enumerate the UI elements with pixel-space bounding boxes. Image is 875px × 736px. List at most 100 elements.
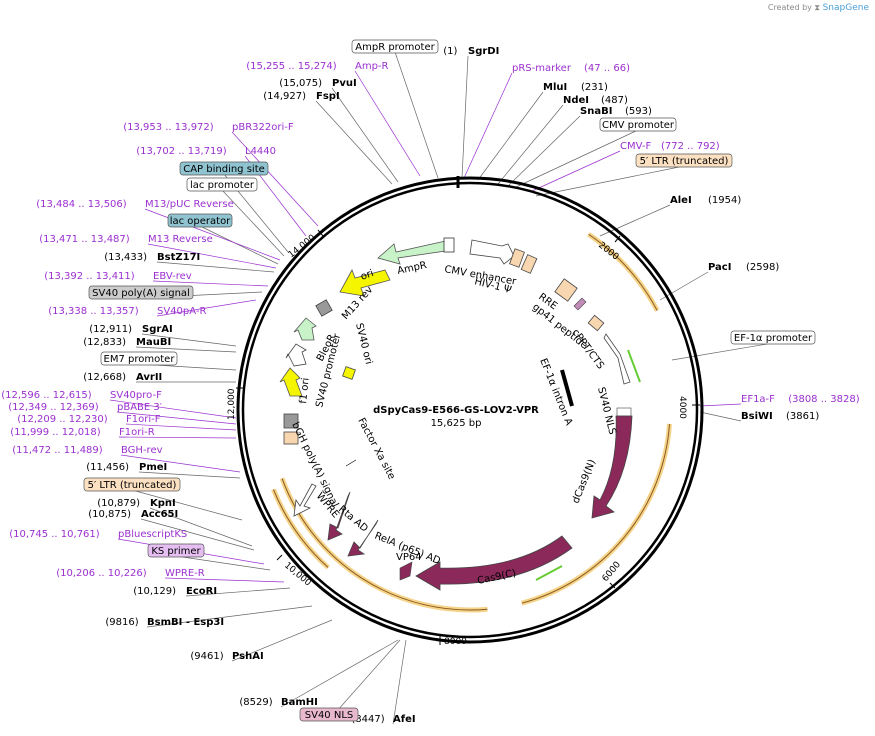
leader-line-18 xyxy=(146,605,313,628)
site-label-13: BsiWI(3861) xyxy=(741,411,819,422)
leader-line-48 xyxy=(331,87,399,183)
site-label-pos-39: (13,433) xyxy=(104,252,147,263)
site-label-text-44: CAP binding site xyxy=(183,164,265,175)
site-label-8: 5′ LTR (truncated) xyxy=(635,153,733,168)
site-label-text-1: SgrDI xyxy=(468,46,499,57)
site-label-text-30: pBABE 3′ xyxy=(117,402,163,413)
site-label-text-12: EF1a-F xyxy=(741,394,775,405)
site-label-35: (12,911)SgrAI xyxy=(89,324,173,335)
leader-line-17 xyxy=(231,619,333,662)
feature-sv40-nls-top xyxy=(616,407,632,417)
leader-line-34 xyxy=(135,346,237,353)
feature-label-ampr: AmpR xyxy=(396,260,428,277)
site-label-pos-10: (2598) xyxy=(746,262,779,273)
site-label-pos-49: (15,255 .. 15,274) xyxy=(246,61,337,72)
leader-line-0 xyxy=(394,51,439,179)
site-label-pos-40: (13,471 .. 13,487) xyxy=(39,234,130,245)
site-label-pos-31: (12,596 .. 12,615) xyxy=(1,390,92,401)
leader-line-8 xyxy=(535,165,685,197)
site-label-text-40: M13 Reverse xyxy=(148,234,213,245)
site-label-text-24: KpnI xyxy=(150,498,176,509)
feature-bleor-arrow xyxy=(293,317,317,341)
site-label-33: EM7 promoter xyxy=(100,351,178,366)
site-label-text-32: AvrII xyxy=(136,372,162,383)
site-label-text-0: AmpR promoter xyxy=(355,42,435,53)
tick-label-12000: 12,000 xyxy=(227,388,237,420)
leader-line-35 xyxy=(141,333,237,347)
site-label-10: PacI(2598) xyxy=(708,262,779,273)
site-label-21: KS primer xyxy=(147,543,205,558)
site-label-43: lac promoter xyxy=(186,177,258,192)
site-label-text-23: Acc65I xyxy=(141,509,178,520)
leader-line-10 xyxy=(659,271,709,301)
site-label-pos-23: (10,875) xyxy=(88,509,131,520)
site-label-pos-42: (13,484 .. 13,506) xyxy=(36,199,127,210)
site-label-pos-17: (9461) xyxy=(190,651,223,662)
site-label-23: (10,875) Acc65I xyxy=(88,509,178,520)
site-label-3: MluI(231) xyxy=(543,82,608,93)
site-label-pos-32: (12,668) xyxy=(83,372,126,383)
leader-line-13 xyxy=(699,411,742,422)
site-label-26: (11,456)PmeI xyxy=(86,462,167,473)
site-label-pos-30: (12,349 .. 12,369) xyxy=(8,402,99,413)
site-label-text-38: EBV-rev xyxy=(153,271,192,282)
site-label-text-31: SV40pro-F xyxy=(110,390,162,401)
feature-dcas9n-arrow xyxy=(591,415,633,519)
site-label-text-26: PmeI xyxy=(139,462,167,473)
feature-label-vp64: VP64 xyxy=(396,552,422,563)
site-label-48: (15,075)PvuI xyxy=(279,78,356,89)
site-label-pos-7: (772 .. 792) xyxy=(661,141,720,152)
site-label-box-21 xyxy=(147,543,205,558)
site-label-47: (14,927)FspI xyxy=(263,91,339,102)
feature-vp64-arrow xyxy=(399,561,413,581)
site-label-text-3: MluI xyxy=(543,82,567,93)
site-label-27: (11,472 .. 11,489)BGH-rev xyxy=(12,445,162,456)
site-label-pos-29: (12,209 .. 12,230) xyxy=(17,414,108,425)
leader-line-24 xyxy=(149,507,253,547)
site-label-4: NdeI(487) xyxy=(563,95,628,106)
snapgene-credit: Created by ⧗ SnapGene xyxy=(768,3,869,13)
site-label-12: EF1a-F(3808 .. 3828) xyxy=(741,394,860,405)
site-label-text-41: lac operator xyxy=(170,216,231,227)
site-label-34: (12,833) MauBI xyxy=(83,337,171,348)
site-label-14: (8447)AfeI xyxy=(351,714,415,725)
site-label-text-17: PshAI xyxy=(232,651,264,662)
site-label-text-4: NdeI xyxy=(563,95,589,106)
site-label-pos-46: (13,953 .. 13,972) xyxy=(123,122,214,133)
leader-line-20 xyxy=(164,577,285,583)
plasmid-name: dSpyCas9-E566-GS-LOV2-VPR xyxy=(373,405,539,416)
site-label-pos-18: (9816) xyxy=(105,617,138,628)
site-label-24: (10,879) KpnI xyxy=(97,498,176,509)
site-label-box-37 xyxy=(88,285,194,300)
site-label-pos-34: (12,833) xyxy=(83,337,126,348)
site-label-42: (13,484 .. 13,506)M13/pUC Reverse xyxy=(36,199,234,210)
site-label-pos-24: (10,879) xyxy=(97,498,140,509)
leader-line-31 xyxy=(109,399,237,419)
site-label-pos-1: (1) xyxy=(443,46,457,57)
site-label-text-7: CMV-F xyxy=(620,141,651,152)
site-label-7: CMV-F (772 .. 792) xyxy=(620,141,720,152)
site-label-text-37: SV40 poly(A) signal xyxy=(92,288,190,299)
site-label-box-15 xyxy=(299,707,359,722)
feature-label-f1-ori: f1 ori xyxy=(298,377,312,404)
site-label-text-27: BGH-rev xyxy=(121,445,163,456)
site-label-pos-38: (13,392 .. 13,411) xyxy=(44,271,135,282)
site-label-19: (10,129)EcoRI xyxy=(133,586,217,597)
feature-ampr-arrow xyxy=(377,239,453,265)
feature-label-factor-xa: Factor Xa site xyxy=(355,416,397,481)
site-label-20: (10,206 .. 10,226)WPRE-R xyxy=(56,568,205,579)
site-label-text-49: Amp-R xyxy=(355,61,389,72)
site-label-text-16: BamHI xyxy=(281,697,318,708)
leader-line-36 xyxy=(156,299,257,317)
feature-cmv-enhancer xyxy=(469,239,515,265)
site-label-38: (13,392 .. 13,411) EBV-rev xyxy=(44,271,192,282)
site-label-41: lac operator xyxy=(167,213,233,228)
site-label-text-34: MauBI xyxy=(136,337,171,348)
feature-ori-arrow xyxy=(339,269,391,297)
leader-line-1 xyxy=(461,55,469,179)
site-label-15: SV40 NLS xyxy=(299,707,359,722)
site-label-pos-5: (593) xyxy=(625,106,652,117)
site-label-text-18: BsmBI - Esp3I xyxy=(147,617,224,628)
site-label-5: SnaBI(593) xyxy=(580,106,652,117)
